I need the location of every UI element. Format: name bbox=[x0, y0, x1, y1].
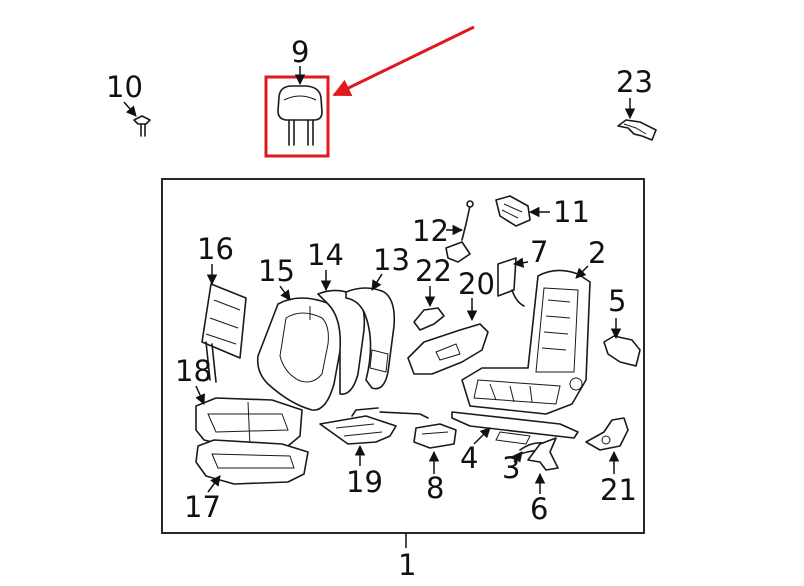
callout-23: 23 bbox=[616, 65, 653, 99]
callout-21: 21 bbox=[600, 473, 637, 507]
callout-2: 2 bbox=[588, 236, 606, 270]
callout-16: 16 bbox=[197, 232, 234, 266]
seatback-mat-part[interactable] bbox=[201, 283, 247, 383]
callout-3: 3 bbox=[502, 451, 520, 485]
callout-5: 5 bbox=[608, 284, 626, 318]
callout-4: 4 bbox=[460, 441, 478, 475]
callout-12: 12 bbox=[412, 214, 449, 248]
headrest-part[interactable] bbox=[264, 75, 330, 158]
side-shield-part[interactable] bbox=[407, 323, 489, 375]
cushion-pad-part[interactable] bbox=[195, 439, 309, 485]
clip-part[interactable] bbox=[133, 115, 151, 137]
callout-22: 22 bbox=[415, 254, 452, 288]
module-part[interactable] bbox=[495, 195, 531, 227]
callout-18: 18 bbox=[175, 354, 212, 388]
callout-9: 9 bbox=[291, 35, 309, 69]
seatback-panel-part[interactable] bbox=[345, 287, 396, 390]
harness-switch-part[interactable] bbox=[445, 200, 474, 263]
callout-19: 19 bbox=[346, 465, 383, 499]
callout-1: 1 bbox=[398, 548, 416, 582]
rear-cover-part[interactable] bbox=[585, 417, 629, 451]
controller-part[interactable] bbox=[413, 423, 457, 449]
cushion-cover-part[interactable] bbox=[195, 397, 303, 449]
lower-bracket-part[interactable] bbox=[527, 437, 559, 471]
callout-20: 20 bbox=[458, 267, 495, 301]
callout-10: 10 bbox=[106, 70, 143, 104]
seatback-cover-part[interactable] bbox=[256, 297, 344, 411]
callout-15: 15 bbox=[258, 254, 295, 288]
seat-assembly-frame bbox=[161, 178, 645, 534]
airbag-module-part[interactable] bbox=[497, 257, 525, 307]
callout-8: 8 bbox=[426, 471, 444, 505]
side-cover-part[interactable] bbox=[603, 335, 641, 367]
callout-17: 17 bbox=[184, 490, 221, 524]
callout-7: 7 bbox=[530, 235, 548, 269]
red-pointer-arrow bbox=[332, 25, 475, 97]
seat-track-part[interactable] bbox=[451, 411, 579, 445]
recliner-knob-part[interactable] bbox=[413, 307, 445, 331]
callout-11: 11 bbox=[553, 195, 590, 229]
callout-6: 6 bbox=[530, 492, 548, 526]
bracket-part[interactable] bbox=[617, 119, 657, 141]
heater-mat-part[interactable] bbox=[319, 407, 429, 445]
callout-13: 13 bbox=[373, 243, 410, 277]
callout-14: 14 bbox=[307, 238, 344, 272]
